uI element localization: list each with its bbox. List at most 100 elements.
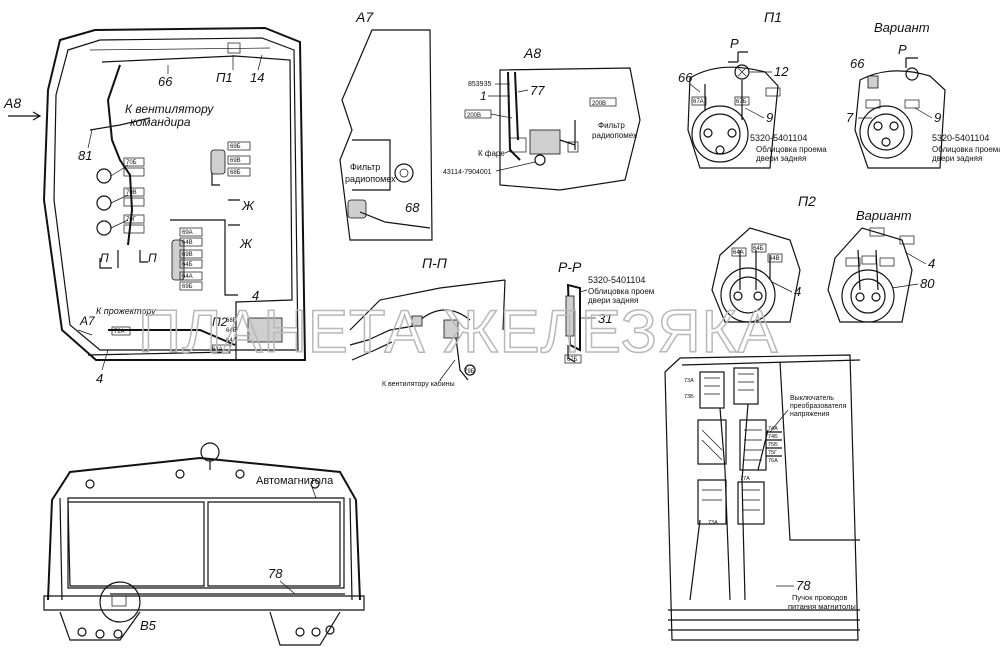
p1-desc-1: Облицовка проема: [756, 145, 827, 154]
rear-detail-b5: В5: [140, 618, 157, 633]
callout-4-lower: 4: [96, 371, 103, 386]
zh-label-1: Ж: [241, 198, 255, 213]
a8-filter-2: радиопомех: [592, 131, 637, 140]
a8-tag-200b: 200В: [592, 101, 606, 107]
tag-72a: 72А: [114, 329, 125, 335]
p1-variant-callout-7: 7: [846, 110, 854, 125]
a7-filter-2: радиопомех: [345, 174, 396, 184]
p1-part: 5320-5401104: [750, 133, 807, 143]
tag-68b: 68Б: [230, 170, 241, 176]
p1-variant-desc-2: двери задняя: [932, 154, 982, 163]
p2-variant-callout-80: 80: [920, 276, 935, 291]
a7-label: А7: [79, 314, 96, 328]
tag-64a-2: 64А: [226, 338, 237, 344]
b5-tag-74a: 74А: [768, 426, 778, 432]
tag-70v: 70В: [126, 190, 137, 196]
tag-70b: 70Б: [126, 160, 137, 166]
a7-filter-1: Фильтр: [350, 162, 380, 172]
connector-cluster-right-top: [210, 141, 251, 177]
p1-variant: Вариант: [874, 20, 930, 35]
b5-view: 73А 73Б 74А 74Б 75Б 75Г 76А 77А 73А Выкл…: [664, 354, 861, 641]
rr-callout-31: 31: [598, 311, 612, 326]
tag-64a-3: 64А: [212, 347, 223, 353]
p1-desc-2: двери задняя: [756, 154, 806, 163]
pp-fan-label: К вентилятору кабины: [382, 380, 455, 388]
p2-tag-64a: 64А: [733, 250, 744, 256]
p1-tag-67b: 67Б: [736, 99, 747, 105]
tag-69b-2: 69Б: [182, 284, 193, 290]
a8-part-2: 43114-7904001: [443, 169, 492, 176]
a8-filter-1: Фильтр: [598, 121, 625, 130]
rear-radio-label: Автомагнитола: [256, 475, 334, 487]
rr-title: Р-Р: [558, 259, 582, 275]
b5-tag-73a: 73А: [684, 378, 694, 384]
tag-69a: 69А: [182, 230, 193, 236]
p1-view: П1 Р 67А 67Б 66 12 9 5320-5401104 Облицо…: [678, 9, 1000, 169]
p1-variant-p-mark: Р: [898, 42, 907, 57]
a8-view: А8 853935 1 77 200В 200В Фильтр радиопом…: [443, 45, 641, 191]
tag-64a: 64А: [182, 274, 193, 280]
p1-callout-12: 12: [774, 64, 789, 79]
rr-desc-2: двери задняя: [588, 296, 638, 305]
a8-headlight: К фаре: [478, 149, 505, 158]
rr-desc-1: Облицовка проем: [588, 287, 654, 296]
tag-69v: 69В: [230, 158, 241, 164]
a7-callout-68: 68: [405, 200, 420, 215]
a8-callout-1: 1: [480, 89, 487, 103]
zh-label-2: Ж: [239, 236, 253, 251]
watermark: ПЛАНЕТА ЖЕЛЕЗЯКА: [138, 298, 779, 365]
b5-tag-74b: 74Б: [768, 434, 778, 440]
p2-label: П2: [212, 315, 228, 329]
tag-64v: 64В: [182, 240, 193, 246]
pp-tag: 79Б: [464, 369, 475, 375]
pp-title: П-П: [422, 255, 448, 271]
b5-tag-73b: 73Б: [684, 394, 694, 400]
p2-tag-64b: 64Б: [753, 246, 764, 252]
p2-variant: Вариант: [856, 208, 912, 223]
p2-view: П2 64А 64Б 64В 4 Вариант 4 80: [711, 193, 935, 323]
callout-14: 14: [250, 70, 264, 85]
a7-title: А7: [355, 9, 374, 25]
a8-tag-200v: 200В: [467, 113, 481, 119]
connector-cluster-left: [96, 157, 145, 236]
a8-callout-77: 77: [530, 83, 545, 98]
fan-label-2: командира: [130, 115, 191, 129]
p1-title: П1: [764, 9, 782, 25]
pp-view: П-П К вентилятору кабины 79Б: [349, 255, 506, 388]
p1-variant-part: 5320-5401104: [932, 133, 989, 143]
main-view: А8 66 П1 14 К вентилятору командира 81 Ж…: [3, 26, 307, 386]
p-label-right: П: [148, 251, 157, 265]
callout-81: 81: [78, 148, 92, 163]
arrow-label-a8: А8: [3, 95, 21, 111]
p1-p-mark: Р: [730, 36, 739, 51]
b5-bundle-1: Пучок проводов: [792, 593, 847, 602]
rr-view: Р-Р 5320-5401104 Облицовка проем двери з…: [558, 259, 654, 364]
p1-variant-callout-9: 9: [934, 110, 941, 125]
b5-switch-1: Выключатель: [790, 395, 834, 402]
b5-tag-75g: 75Г: [768, 450, 777, 456]
fan-label-1: К вентилятору: [125, 102, 214, 116]
rr-tag: 67Б: [567, 357, 578, 363]
a8-part-1: 853935: [468, 81, 491, 88]
p1-variant-callout-66: 66: [850, 56, 865, 71]
connector-cluster-mid: [171, 227, 203, 291]
b5-tag-75b: 75Б: [768, 442, 778, 448]
tag-69v-2: 69В: [182, 252, 193, 258]
p-label-left: П: [100, 251, 109, 265]
tag-68v: 68В: [226, 318, 237, 324]
a7-view: А7 Фильтр радиопомех 68: [339, 9, 433, 241]
tag-64b-2: 64Б: [226, 328, 237, 334]
b5-bundle-2: питания магнитолы: [788, 602, 856, 611]
rr-part: 5320-5401104: [588, 275, 645, 285]
p2-title: П2: [798, 193, 816, 209]
b5-callout-78: 78: [796, 578, 811, 593]
callout-66: 66: [158, 74, 173, 89]
rear-callout-78: 78: [268, 566, 283, 581]
callout-4-upper: 4: [252, 288, 259, 303]
floodlight-label: К прожектору: [96, 306, 156, 316]
p2-callout-4: 4: [794, 284, 801, 299]
p2-variant-callout-4: 4: [928, 256, 935, 271]
p2-tag-64v: 64В: [769, 256, 780, 262]
rear-view: Автомагнитола 78 В5: [43, 442, 365, 646]
